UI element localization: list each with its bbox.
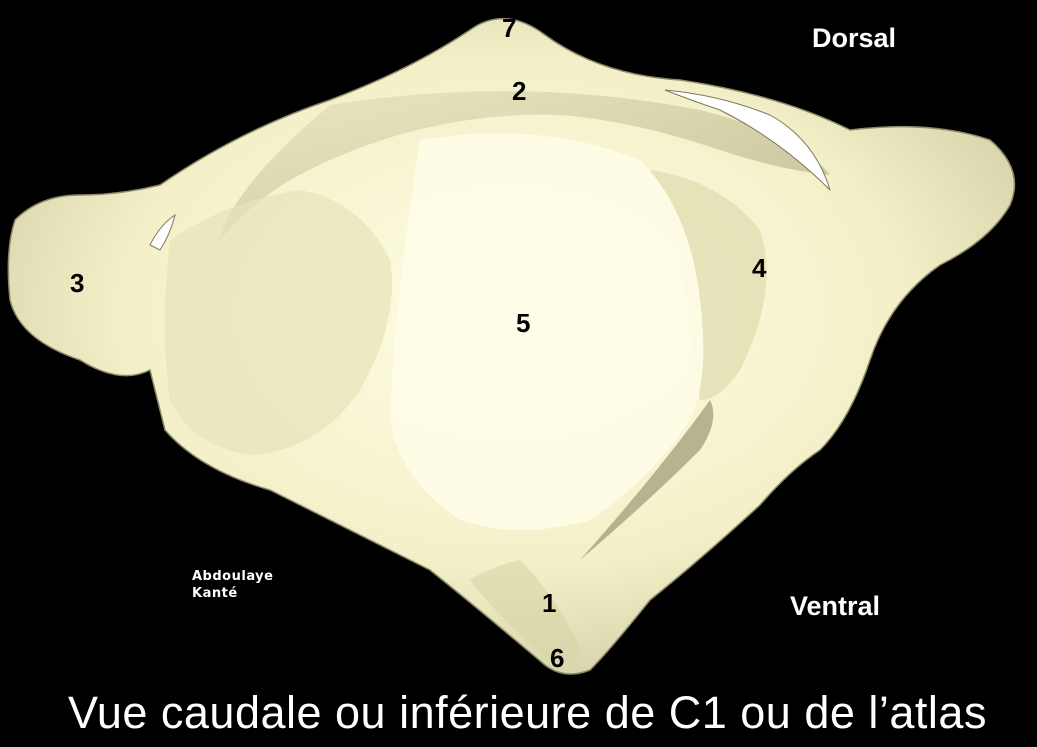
orientation-ventral: Ventral	[790, 593, 880, 620]
label-5: 5	[516, 310, 530, 336]
label-1: 1	[542, 590, 556, 616]
orientation-dorsal: Dorsal	[812, 25, 896, 52]
author-last-name: Kanté	[192, 585, 273, 602]
label-7: 7	[502, 15, 516, 41]
label-6: 6	[550, 645, 564, 671]
figure-caption: Vue caudale ou inférieure de C1 ou de l’…	[68, 690, 987, 735]
author-credit: Abdoulaye Kanté	[192, 568, 273, 602]
author-first-name: Abdoulaye	[192, 568, 273, 585]
label-4: 4	[752, 255, 766, 281]
label-3: 3	[70, 270, 84, 296]
label-2: 2	[512, 78, 526, 104]
